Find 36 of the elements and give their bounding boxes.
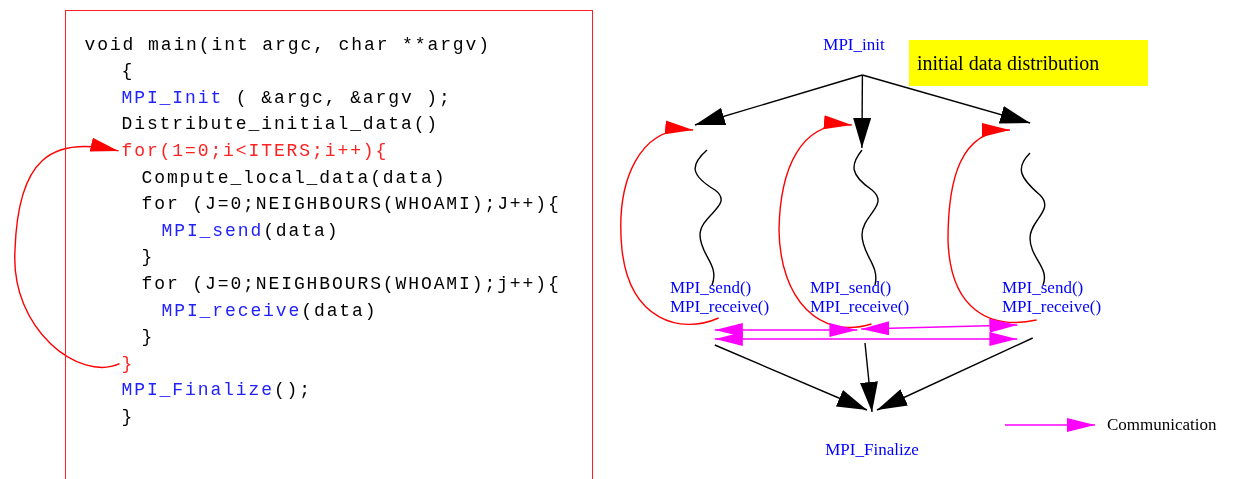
call-label: MPI_send() MPI_receive() [670,278,798,316]
call-label: MPI_send() MPI_receive() [1002,278,1130,316]
code-line: } [141,326,155,349]
arrow [714,332,1019,346]
code-line: for (J=0;NEIGHBOURS(WHOAMI);J++){ [141,193,561,216]
code-line: MPI_Init ( &argc, &argv ); [121,86,452,109]
arrow [778,117,873,329]
function-label: MPI_Finalize [812,440,932,459]
code-line: Compute_local_data(data) [141,166,447,189]
code-line: MPI_send(data) [161,219,340,242]
legend-label: Communication [1107,415,1217,435]
code-line: MPI_Finalize(); [121,379,313,402]
arrow [14,138,121,368]
arrow [876,337,1034,411]
arrow [861,74,1031,124]
call-label: MPI_send() MPI_receive() [810,278,938,316]
code-panel [65,10,593,479]
code-line: } [121,405,135,428]
code-line: { [121,60,135,83]
function-label: MPI_init [812,35,896,54]
arrow [947,125,1038,324]
code-line: MPI_receive(data) [161,299,378,322]
code-line: } [121,352,135,375]
code-line: Distribute_initial_data() [121,113,440,136]
arrow [860,342,878,413]
arrow [714,323,859,337]
arrow [853,74,872,149]
code-line: for(1=0;i<ITERS;i++){ [121,139,389,162]
code-line: for (J=0;NEIGHBOURS(WHOAMI);j++){ [141,272,561,295]
arrow [620,122,720,326]
arrow [694,74,864,126]
arrow [714,344,868,411]
note-box: initial data distribution [909,40,1148,86]
code-line: } [141,246,155,269]
arrow [860,318,1019,336]
code-line: void main(int argc, char **argv) [84,33,491,56]
